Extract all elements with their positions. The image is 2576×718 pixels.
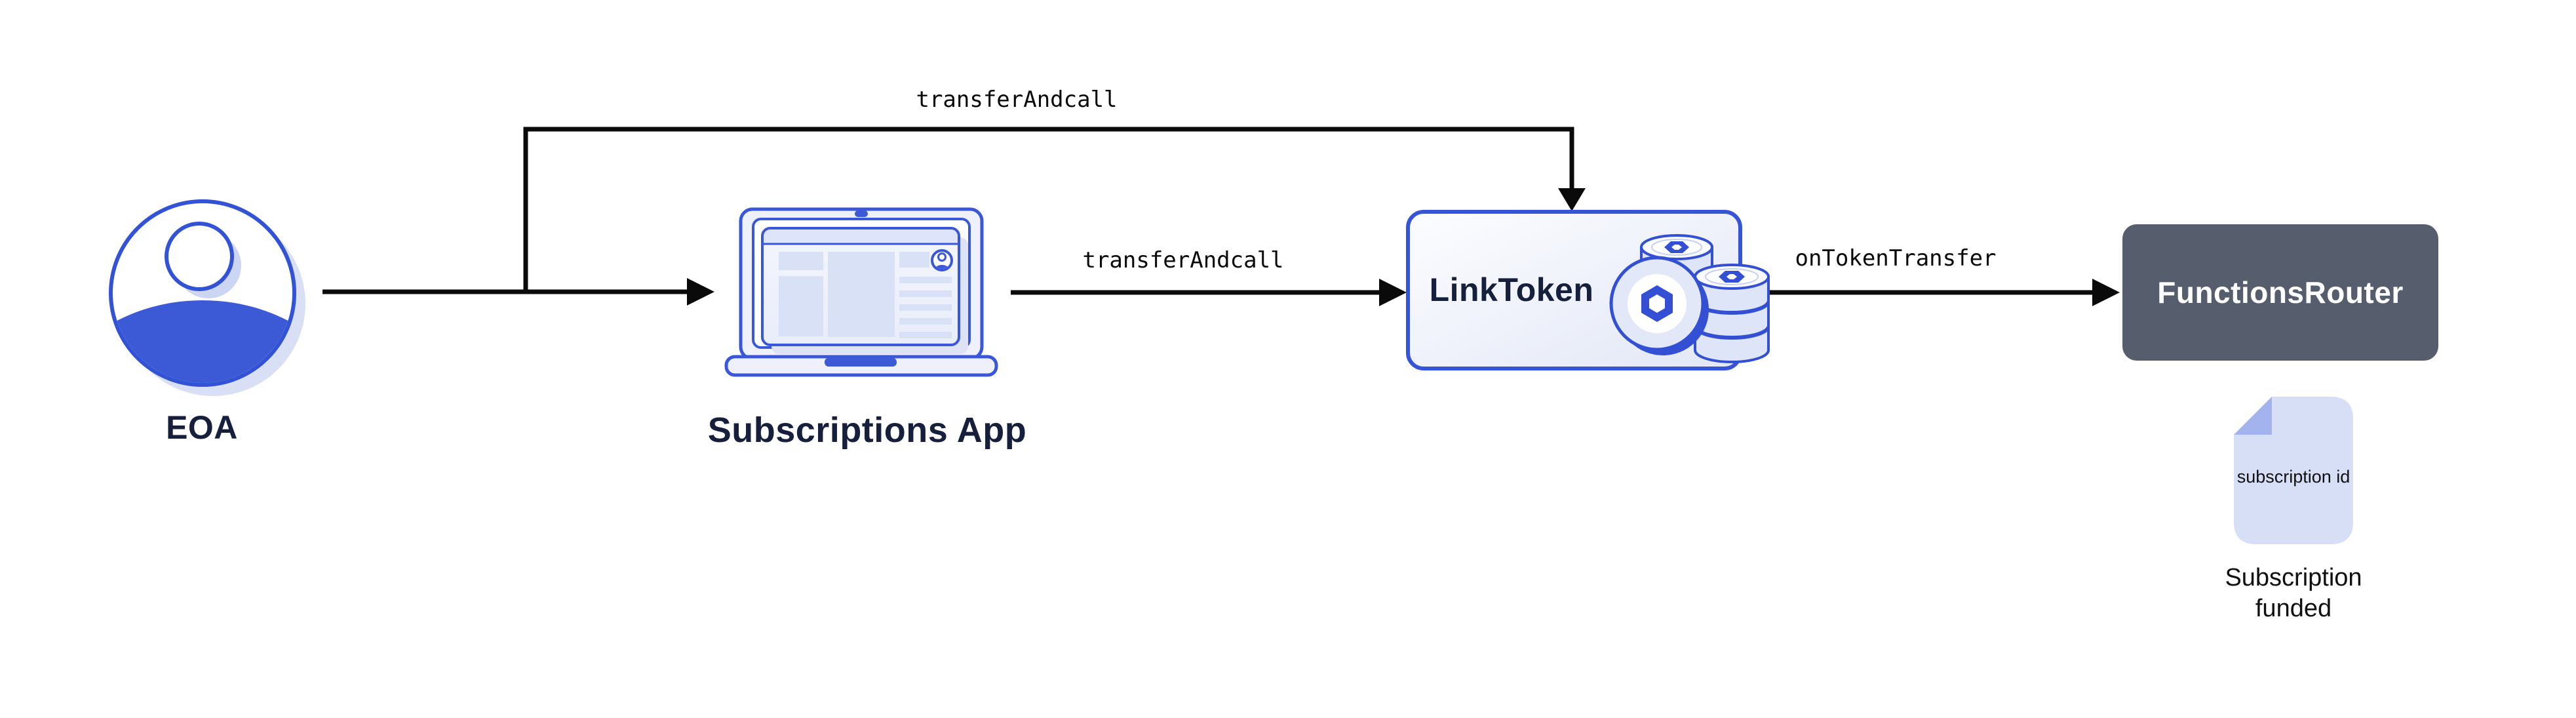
avatar-head xyxy=(165,222,234,291)
eoa-label: EOA xyxy=(166,409,238,446)
document-icon xyxy=(2234,397,2353,544)
content-block xyxy=(828,252,895,337)
arrowhead-into-linktoken-top xyxy=(1558,188,1586,211)
laptop-icon xyxy=(724,207,998,377)
right-row-5 xyxy=(899,332,952,338)
right-row-3 xyxy=(899,304,952,311)
edge-label-transferandcall-top: transferAndcall xyxy=(916,87,1118,113)
subscriptions-app-label: Subscriptions App xyxy=(707,410,1027,450)
subscription-funded-caption: Subscription funded xyxy=(2225,564,2362,622)
edge-label-transferandcall-mid: transferAndcall xyxy=(1082,247,1284,273)
laptop-base-notch xyxy=(825,358,897,367)
coin-top-hex-right xyxy=(1719,271,1745,283)
subscription-id-doc-text: subscription id xyxy=(2236,467,2351,487)
user-avatar-icon xyxy=(931,249,953,271)
right-row-1 xyxy=(899,277,952,283)
browser-border xyxy=(761,227,960,346)
edge-label-ontokentransfer: onTokenTransfer xyxy=(1795,245,1997,271)
arrowhead-into-linktoken-left xyxy=(1379,279,1407,306)
arrowhead-into-router xyxy=(2092,279,2120,306)
edge-eoa-to-linktoken xyxy=(523,127,1574,294)
browser-header xyxy=(762,228,959,244)
right-column-block xyxy=(899,252,929,268)
front-coin-inner xyxy=(1628,274,1687,333)
coins-icon xyxy=(1609,234,1770,363)
right-row-2 xyxy=(899,290,952,297)
linktoken-label: LinkToken xyxy=(1429,271,1594,308)
coin-top-hex-left xyxy=(1664,241,1689,253)
right-row-4 xyxy=(899,318,952,325)
sidebar-block-1 xyxy=(779,252,823,270)
functionsrouter-box xyxy=(2122,224,2438,361)
functionsrouter-label: FunctionsRouter xyxy=(2157,275,2404,309)
sidebar-block-2 xyxy=(779,276,823,336)
person-icon xyxy=(109,199,305,396)
laptop-webcam xyxy=(855,210,868,217)
arrowhead-into-app xyxy=(687,278,714,306)
document-fold xyxy=(2234,397,2272,435)
chainlink-logo xyxy=(1641,285,1673,322)
